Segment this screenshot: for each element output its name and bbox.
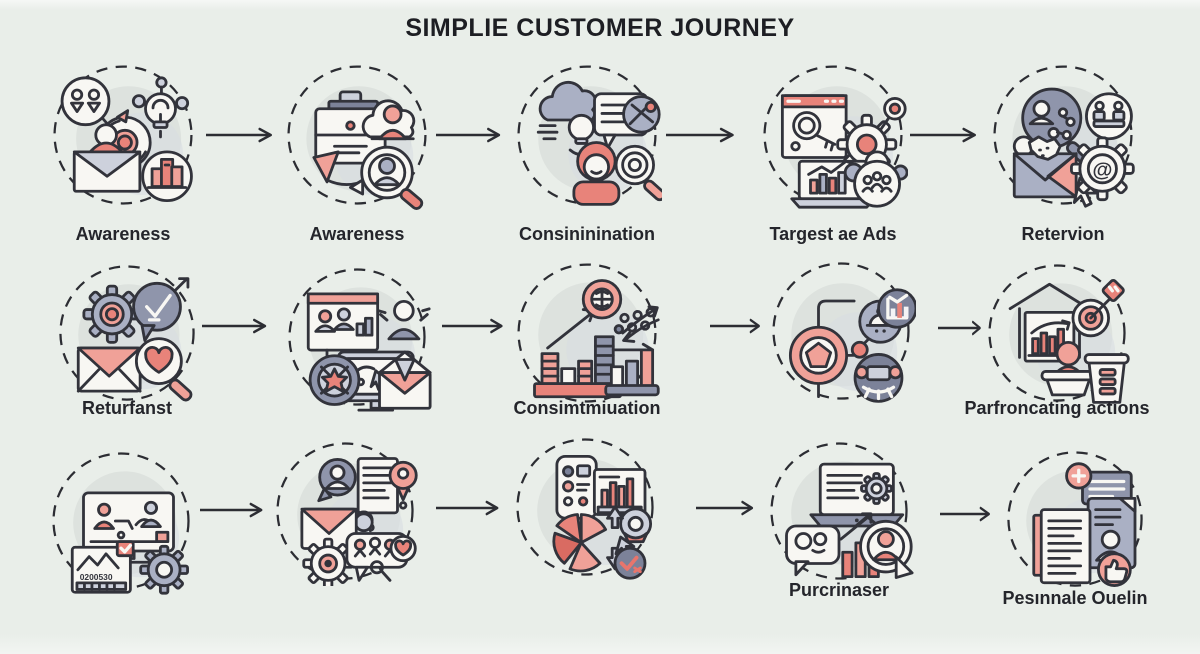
thumbs-up-badge-icon: [1097, 552, 1132, 587]
arrow-r2-2: [442, 318, 510, 334]
browser-search-icon: [780, 94, 848, 159]
cluster-awareness-1: Awareness: [48, 60, 198, 244]
person-bowl-icon: [1040, 340, 1096, 397]
notes-doc-icon: [1032, 508, 1092, 585]
mobile-app-icon: [555, 454, 598, 520]
arrow-r1-2: [436, 127, 508, 143]
arrow-r3-4: [940, 506, 996, 522]
dart-target-icon: [1071, 279, 1125, 338]
comparison-bars-icon: [604, 348, 660, 397]
envelope-open-icon: [378, 350, 432, 410]
summary-card-icon: [1065, 462, 1133, 506]
chat-team-heart-icon: [345, 532, 417, 582]
cluster-participating-actions: Parfroncating actions: [964, 258, 1150, 418]
search-magnifier-icon: [614, 144, 662, 202]
person-envelope-icon: [72, 123, 142, 193]
arrow-r3-3: [696, 500, 760, 516]
laptop-gear-icon: [809, 462, 905, 528]
team-bubble-icon: [60, 76, 111, 128]
chart-node-icon: [877, 288, 916, 329]
step-label: Awareness: [309, 224, 405, 244]
arrow-r1-3: [666, 127, 742, 143]
checklist-pin-icon: [356, 457, 418, 515]
target-check-icon: [613, 546, 647, 580]
cloud-person-icon: [361, 99, 416, 141]
cluster-consideration: Consininination: [512, 60, 662, 244]
support-person-icon: [353, 510, 375, 533]
audience-gear-icon: [843, 150, 908, 208]
arrow-r1-1: [206, 127, 280, 143]
camera-donut-icon: [619, 507, 653, 544]
meeting-people-icon: [1085, 92, 1133, 141]
person-play-badge-icon: [859, 519, 914, 579]
pentagon-badge-icon: [788, 299, 873, 399]
step-label: Parfroncating actions: [964, 398, 1150, 418]
document-number: 0200530: [80, 572, 113, 582]
step-label: Awareness: [75, 224, 171, 244]
step-label: Consimtmiuation: [513, 398, 661, 418]
arrow-r3-1: [200, 502, 270, 518]
tools-badge-icon: [622, 95, 661, 134]
arrow-r3-2: [436, 500, 506, 516]
cluster-returfanst: Returfanst: [52, 258, 202, 418]
envelope-icon: [76, 346, 142, 393]
survey-cup-icon: [1083, 353, 1130, 404]
cluster-awareness-2: Awareness: [282, 60, 432, 244]
arrow-r2-1: [202, 318, 274, 334]
gear-eye-icon: [302, 537, 354, 586]
gear-icon: [139, 544, 189, 595]
step-label: Purcrinaser: [788, 580, 890, 600]
chat-contacts-icon: [785, 524, 841, 577]
avatar-bubble-icon: [317, 458, 357, 503]
page-title: SIMPLIE CUSTOMER JOURNEY: [405, 14, 795, 42]
cluster-outreach: [270, 436, 420, 586]
arrow-r2-3: [710, 318, 766, 334]
step-label: Targest ae Ads: [769, 224, 897, 244]
profile-search-icon: [349, 145, 424, 210]
cluster-loyalty-network: [766, 256, 916, 406]
gear-icon: [82, 284, 142, 344]
lightbulb-network-icon: [131, 76, 190, 139]
cluster-consimtmiuation: Consimtmiuation: [512, 258, 662, 418]
heart-search-icon: [134, 337, 193, 402]
svg-text:@: @: [1092, 158, 1112, 181]
step-label: Returfanst: [81, 398, 173, 418]
report-document-icon: 0200530: [70, 540, 135, 594]
gear-at-icon: @: [1070, 136, 1135, 202]
globe-clock-icon: [581, 279, 623, 320]
check-bubble-icon: [132, 277, 190, 342]
arrow-r2-4: [938, 320, 986, 336]
cluster-personal-outline: Pesınnale Ouelin: [1000, 444, 1150, 608]
chart-panel-icon: [592, 468, 647, 516]
announcer-person-icon: [377, 299, 431, 341]
cluster-targeted-ads: Targest ae Ads: [758, 60, 908, 244]
product-stack-icon: [141, 150, 193, 203]
customer-person-icon: [572, 141, 621, 206]
cluster-engagement: [282, 262, 432, 412]
step-label: Retervion: [1021, 224, 1105, 244]
cluster-purchaser: Purcrinaser: [764, 436, 914, 600]
cluster-segmentation: [510, 432, 660, 582]
cluster-online-store: 0200530: [46, 446, 196, 596]
envelope-cursor-icon: [1012, 135, 1099, 208]
step-label: Consininination: [519, 224, 655, 244]
workspace-node-icon: [853, 353, 904, 403]
envelope-icon: [300, 507, 358, 550]
cluster-retention: @ Retervion: [988, 60, 1138, 244]
arrow-r1-4: [910, 127, 984, 143]
team-browser-icon: [306, 292, 380, 363]
step-label: Pesınnale Ouelin: [1002, 588, 1148, 608]
star-wheel-icon: [308, 354, 361, 406]
